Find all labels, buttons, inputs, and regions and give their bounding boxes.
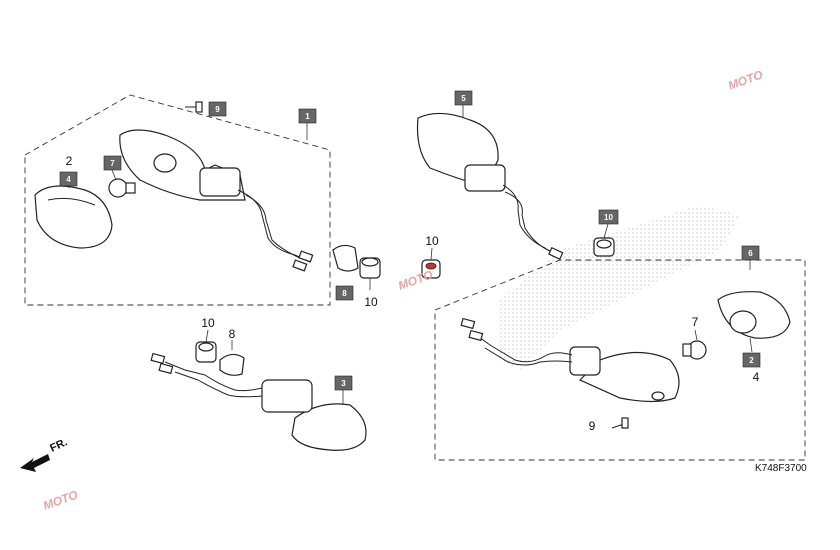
assembly-outline-left <box>24 94 331 306</box>
screw-part-9-left <box>185 101 203 113</box>
lens-part-4 <box>34 185 113 249</box>
label-9-right: 9 <box>589 419 596 433</box>
assembly-outline-right <box>434 259 806 461</box>
winker-part-5 <box>416 112 564 260</box>
box-label-6: 6 <box>748 249 753 258</box>
watermark-top-right: MOTO <box>726 67 765 93</box>
bracket-part-8-lower <box>219 353 245 376</box>
grommet-part-10-right <box>593 237 615 257</box>
boxed-labels: 9 1 4 7 5 10 8 6 2 3 <box>59 90 761 391</box>
plain-labels: 2 10 10 10 8 7 4 9 <box>66 154 760 433</box>
label-10-lower: 10 <box>201 316 215 330</box>
front-label: FR. <box>48 436 69 454</box>
box-label-5: 5 <box>461 94 466 103</box>
bulb-part-7-right <box>682 340 707 360</box>
watermark-center: MOTO <box>396 267 435 293</box>
box-label-1: 1 <box>305 112 310 121</box>
box-label-8: 8 <box>342 289 347 298</box>
box-label-10: 10 <box>604 213 613 222</box>
grommet-part-10-lower <box>195 341 217 363</box>
box-label-7: 7 <box>110 159 115 168</box>
screw-part-9-right <box>611 417 629 429</box>
winker-part-3 <box>150 352 367 451</box>
box-label-2: 2 <box>749 356 754 365</box>
winker-assembly-part-6 <box>460 317 680 403</box>
diagram-code: K748F3700 <box>755 463 807 474</box>
label-2-left: 2 <box>66 154 73 168</box>
bulb-part-7-left <box>108 178 136 198</box>
front-arrow-icon: FR. <box>20 436 69 472</box>
winker-housing-part-1 <box>119 129 314 272</box>
box-label-9: 9 <box>215 105 220 114</box>
grommet-part-10-center <box>359 257 381 279</box>
label-7-right: 7 <box>692 315 699 329</box>
watermark-bottom-left: MOTO <box>41 487 80 513</box>
box-label-4: 4 <box>66 175 71 184</box>
label-8-lower: 8 <box>229 327 236 341</box>
label-10-center: 10 <box>425 234 439 248</box>
grommet-part-10-mid <box>421 259 441 279</box>
lens-part-2-right <box>717 291 791 339</box>
label-4-right: 4 <box>753 370 760 384</box>
box-label-3: 3 <box>341 379 346 388</box>
bracket-part-8-center <box>332 244 359 272</box>
label-10-under: 10 <box>364 295 378 309</box>
dotted-shading <box>500 205 740 370</box>
